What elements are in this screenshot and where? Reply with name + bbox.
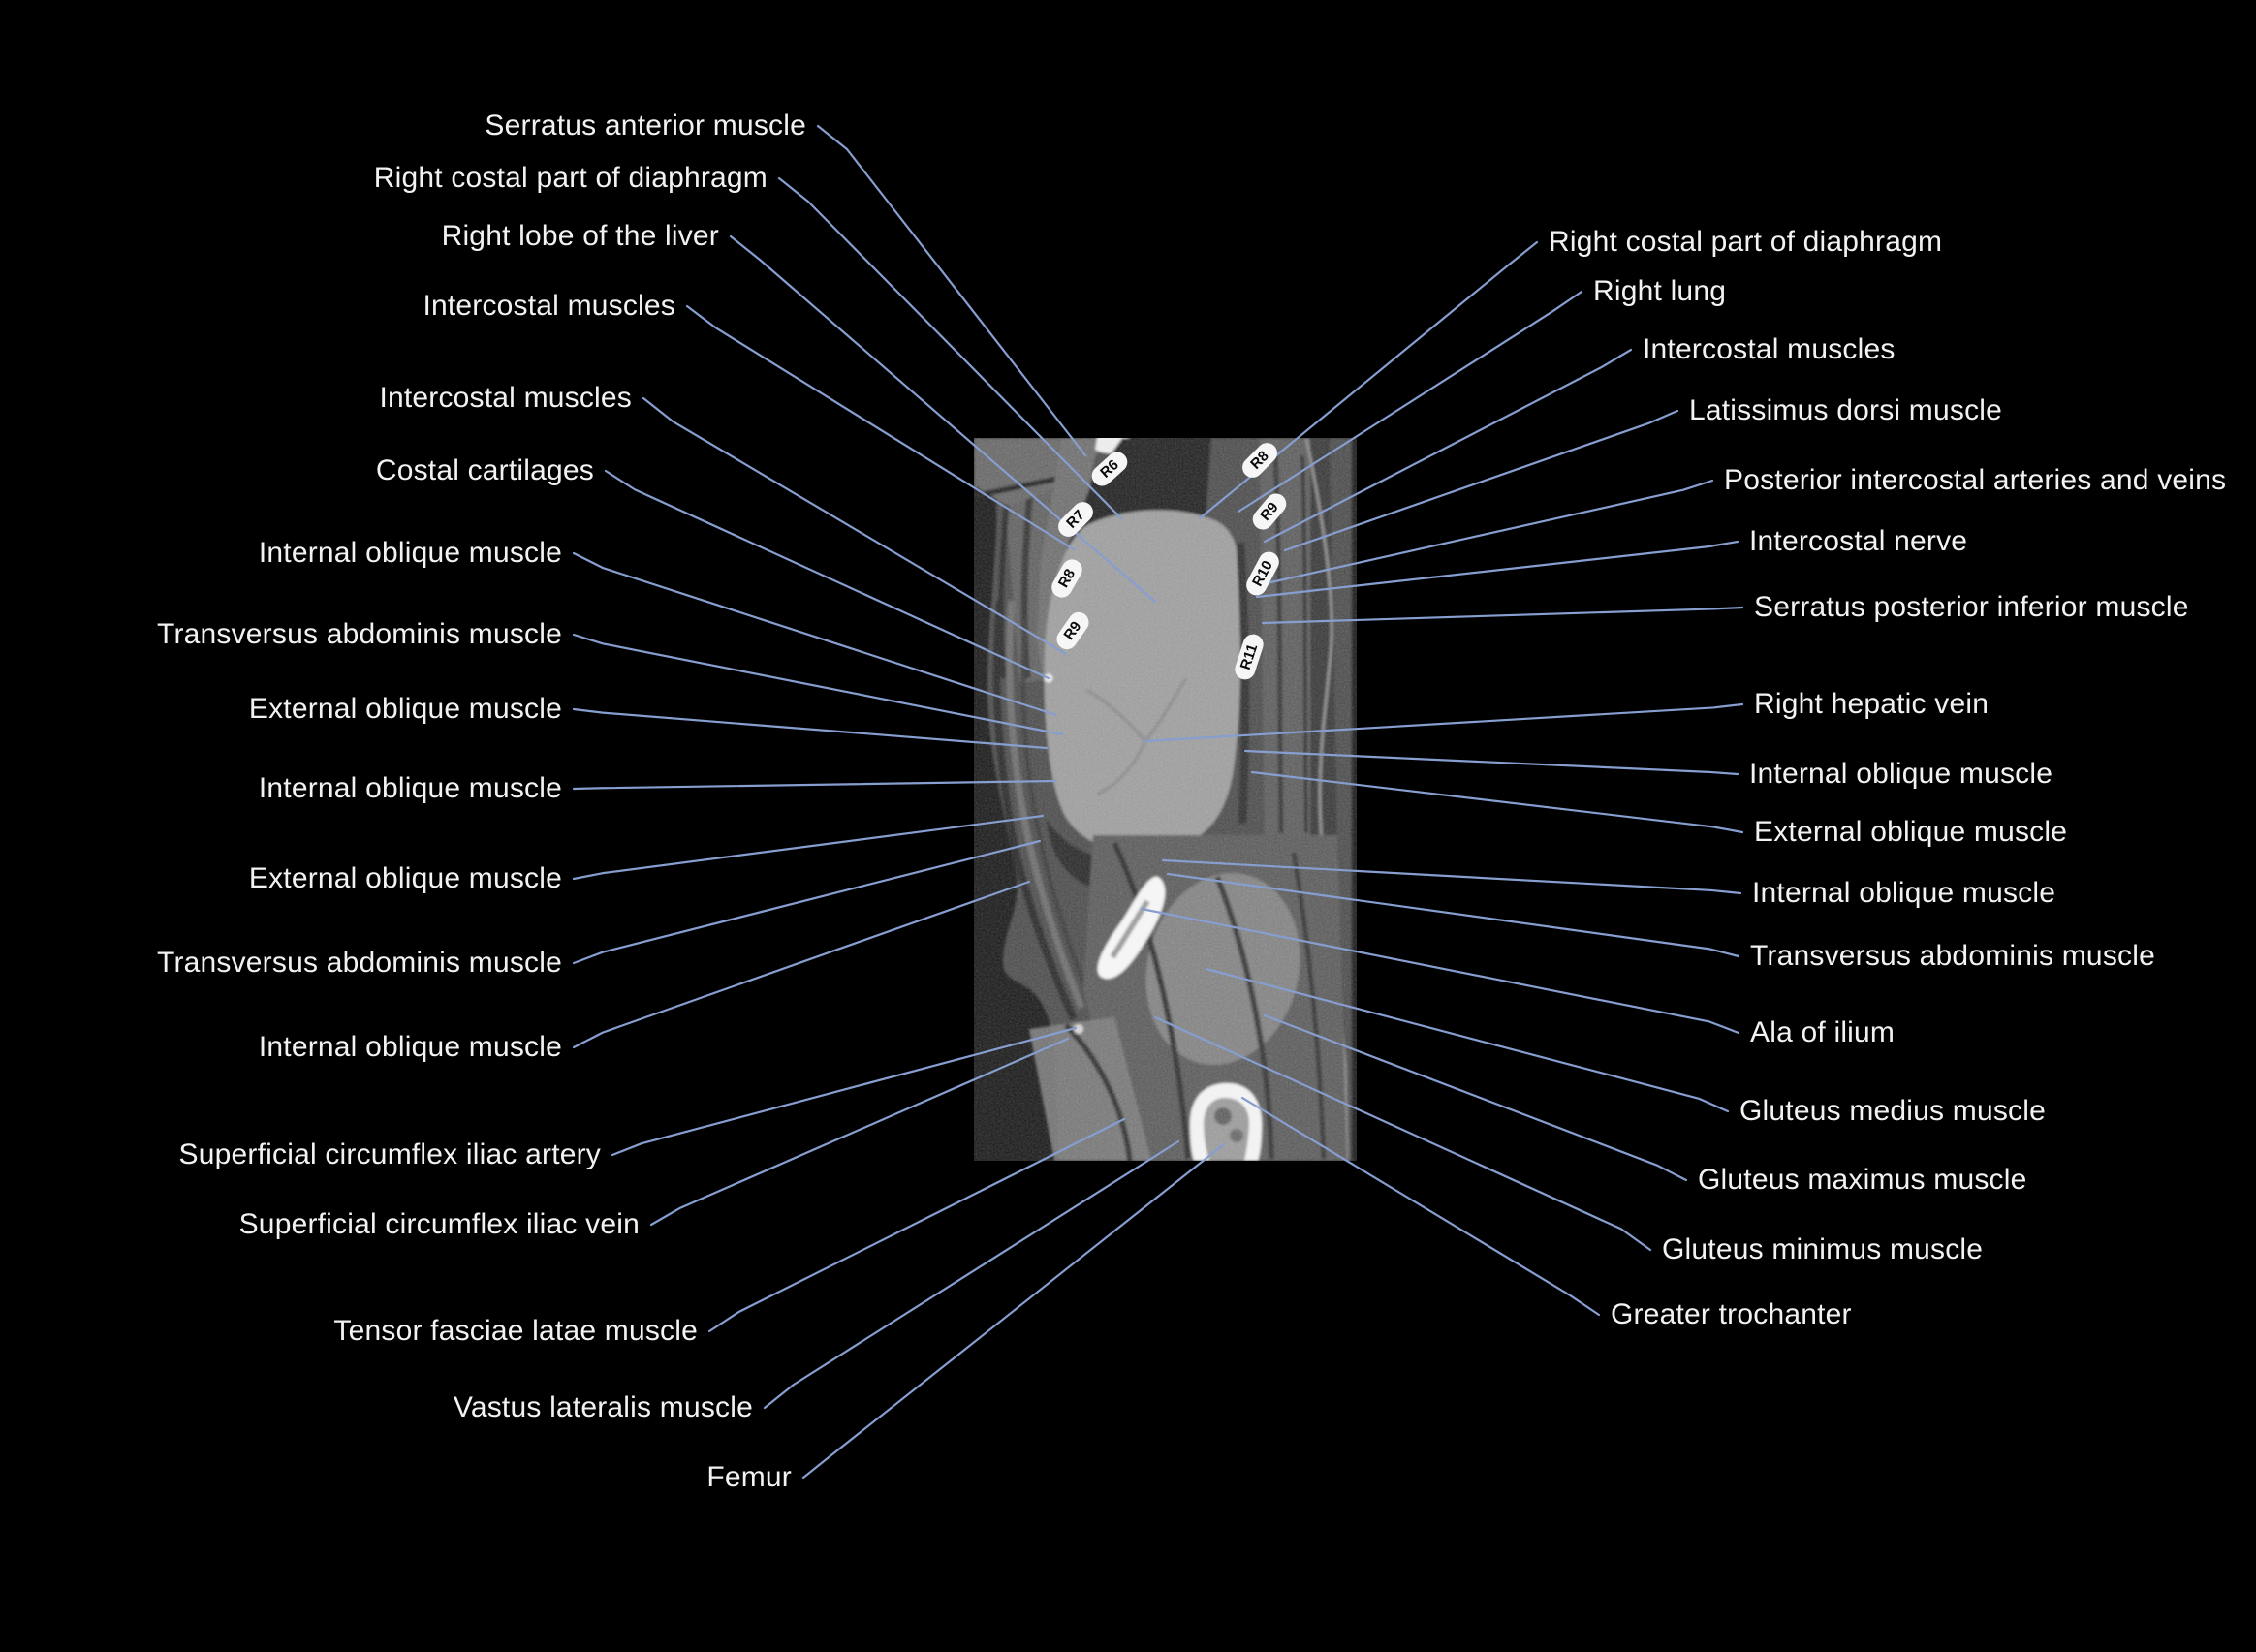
ct-noise-overlay [974,438,1357,1161]
anatomy-label: Costal cartilages [375,454,594,486]
anatomy-label: Internal oblique muscle [258,537,562,569]
anatomy-label: Greater trochanter [1611,1298,1852,1330]
anatomy-label: Superficial circumflex iliac artery [178,1138,601,1170]
anatomy-label: Internal oblique muscle [1749,758,2053,790]
rib-marker-pill [1091,452,1128,486]
anatomy-label: Intercostal muscles [423,290,675,322]
leader-line [572,633,1064,736]
anatomy-label: Right lung [1593,275,1727,307]
anatomy-label: Gluteus maximus muscle [1698,1164,2027,1196]
rib-marker: R8 [1242,443,1277,478]
leader-line [729,234,1157,604]
leader-line [572,814,1045,881]
leader-line [572,779,1058,791]
leader-line [777,176,1123,520]
anatomy-label: Ala of ilium [1750,1016,1896,1048]
anatomy-label: Transversus abdominis muscle [157,618,562,650]
leader-line [1166,872,1740,958]
anatomy-label: External oblique muscle [1754,816,2068,848]
leader-line [707,1117,1126,1333]
leader-line [1198,240,1539,520]
anatomy-label: Gluteus medius muscle [1739,1095,2046,1127]
anatomy-label: Internal oblique muscle [258,1031,562,1063]
leader-line [801,1142,1226,1480]
leader-line [1250,770,1744,834]
rib-marker-pill [1246,551,1279,596]
leader-line [816,124,1087,457]
rib-marker-pill [1058,502,1093,537]
leader-line [1140,907,1740,1035]
anatomy-label: Right hepatic vein [1754,688,1990,720]
anatomy-label: Intercostal muscles [1643,333,1896,365]
anatomy-label: Gluteus minimus muscle [1662,1233,1984,1265]
anatomy-label: Transversus abdominis muscle [157,947,562,979]
leader-line [1144,702,1744,743]
leader-line [642,396,1068,656]
anatomy-label: Posterior intercostal arteries and veins [1724,464,2227,496]
leader-line [1261,606,1744,625]
rib-marker-pill [1051,559,1082,598]
leader-line [572,551,1058,717]
leader-line [685,304,1076,551]
anatomy-label: Internal oblique muscle [1752,877,2056,909]
leader-line [1255,540,1739,599]
anatomy-label: Intercostal muscles [379,382,632,414]
anatomy-label: Intercostal nerve [1749,525,1968,557]
anatomy-label: Right lobe of the liver [441,220,719,252]
leader-line [572,707,1049,750]
leader-line [572,839,1042,965]
anatomy-label: Latissimus dorsi muscle [1689,394,2003,426]
leader-line [1283,409,1679,552]
leader-line [1240,1096,1601,1317]
leader-line [1161,858,1742,895]
anatomy-label: Serratus posterior inferior muscle [1754,591,2189,623]
anatomy-label: Tensor fasciae latae muscle [333,1315,698,1347]
leader-line [572,880,1031,1049]
rib-marker-pill [1056,611,1089,650]
anatomy-label: Vastus lateralis muscle [453,1391,753,1423]
anatomy-label: External oblique muscle [248,862,562,894]
leader-line [649,1037,1070,1227]
anatomy-label: Transversus abdominis muscle [1750,940,2155,972]
ct-scan-image [974,438,1357,1161]
leader-line [1205,967,1730,1113]
anatomy-label: Serratus anterior muscle [485,109,806,141]
leader-lines-layer [572,124,1744,1480]
leader-line [1243,749,1739,776]
leader-line [1237,290,1583,514]
rib-marker-pill [1242,443,1277,478]
rib-marker-pill [1252,493,1287,530]
leader-line [1263,348,1633,544]
leader-line [611,1026,1078,1157]
leader-line [604,469,1050,680]
leader-line [1256,479,1714,587]
rib-marker-pill [1235,634,1264,680]
anatomy-label: External oblique muscle [248,693,562,725]
leader-line [1263,1013,1688,1182]
leader-line [763,1139,1180,1410]
anatomy-label: Femur [706,1461,792,1493]
anatomy-label: Right costal part of diaphragm [1549,226,1943,258]
anatomy-label: Superficial circumflex iliac vein [238,1208,640,1240]
anatomy-label: Internal oblique muscle [258,772,562,804]
leader-line [1153,1015,1652,1252]
anatomy-label: Right costal part of diaphragm [373,162,768,194]
